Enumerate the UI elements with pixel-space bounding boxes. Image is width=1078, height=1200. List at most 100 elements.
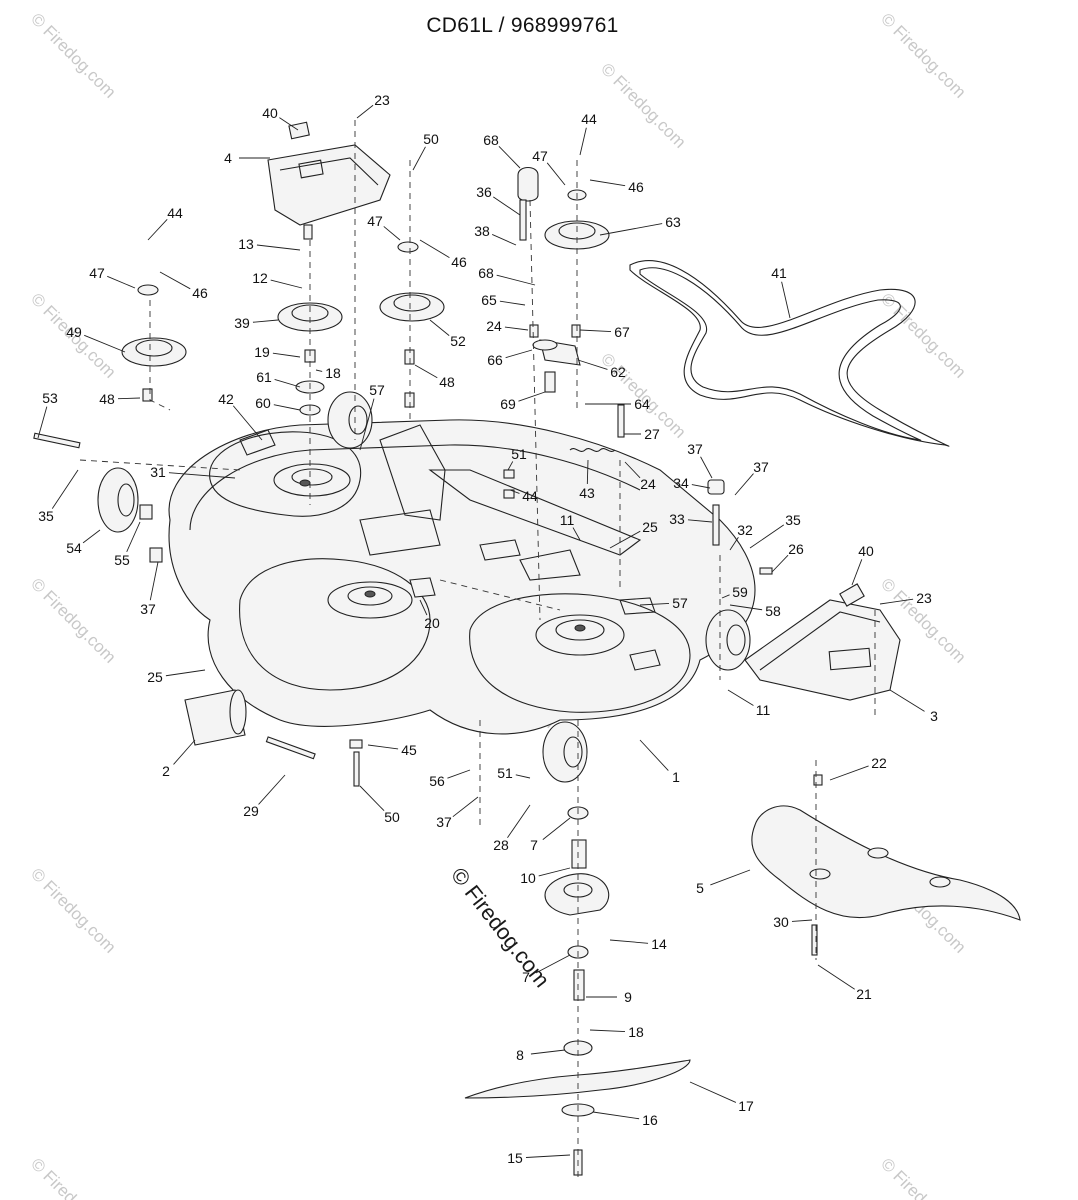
callout-leader bbox=[589, 1029, 626, 1033]
callout-leader bbox=[419, 239, 450, 258]
callout-leader bbox=[491, 234, 517, 246]
callout-leader bbox=[504, 326, 529, 331]
callout-label-44: 44 bbox=[581, 111, 597, 127]
callout-leader bbox=[359, 398, 375, 451]
callout-leader bbox=[609, 939, 649, 944]
callout-label-52: 52 bbox=[450, 333, 466, 349]
callout-label-46: 46 bbox=[451, 254, 467, 270]
callout-label-40: 40 bbox=[262, 105, 278, 121]
callout-label-69: 69 bbox=[500, 396, 516, 412]
watermark-text: © Firedog.com bbox=[877, 9, 969, 101]
callout-leader bbox=[817, 964, 855, 990]
callout-leader bbox=[729, 536, 739, 551]
callout-leader bbox=[496, 274, 536, 286]
callout-label-43: 43 bbox=[579, 485, 595, 501]
callout-labels: 1234577891011111213141516171818192021222… bbox=[38, 92, 938, 1166]
callout-label-35: 35 bbox=[785, 512, 801, 528]
callout-label-40: 40 bbox=[858, 543, 874, 559]
callout-leader bbox=[577, 359, 608, 370]
callout-leader bbox=[518, 391, 546, 402]
callout-label-24: 24 bbox=[486, 318, 502, 334]
watermark-text: © Firedog.com bbox=[27, 574, 119, 666]
callout-leader bbox=[147, 219, 168, 241]
callout-label-39: 39 bbox=[234, 315, 250, 331]
callout-leader bbox=[851, 559, 863, 586]
callout-leader bbox=[542, 817, 571, 840]
callout-leader bbox=[149, 561, 159, 601]
callout-label-46: 46 bbox=[192, 285, 208, 301]
callout-leader bbox=[84, 334, 126, 353]
callout-leader bbox=[879, 598, 914, 605]
callout-leader bbox=[274, 378, 301, 388]
callout-label-2: 2 bbox=[162, 763, 170, 779]
callout-leader bbox=[710, 869, 751, 886]
callout-label-24: 24 bbox=[640, 476, 656, 492]
callout-leader bbox=[538, 867, 571, 877]
callout-leader bbox=[889, 689, 925, 712]
drive-belt bbox=[629, 260, 950, 447]
callout-leader bbox=[691, 484, 711, 489]
callout-label-67: 67 bbox=[614, 324, 630, 340]
callout-label-22: 22 bbox=[871, 755, 887, 771]
callout-label-21: 21 bbox=[856, 986, 872, 1002]
callout-leader bbox=[159, 271, 191, 290]
callout-leader bbox=[315, 369, 323, 372]
callout-leader bbox=[429, 319, 450, 336]
callout-leader bbox=[412, 146, 426, 171]
callout-label-12: 12 bbox=[252, 270, 268, 286]
callout-label-14: 14 bbox=[651, 936, 667, 952]
callout-leader bbox=[609, 530, 641, 549]
callout-label-25: 25 bbox=[642, 519, 658, 535]
callout-label-55: 55 bbox=[114, 552, 130, 568]
callout-label-23: 23 bbox=[374, 92, 390, 108]
callout-label-45: 45 bbox=[401, 742, 417, 758]
callout-leader bbox=[367, 744, 399, 750]
watermark-text: © Firedog.com bbox=[27, 864, 119, 956]
callout-leader bbox=[586, 459, 589, 485]
callout-leader bbox=[509, 489, 520, 494]
callout-label-20: 20 bbox=[424, 615, 440, 631]
callout-label-57: 57 bbox=[369, 382, 385, 398]
callout-leader bbox=[515, 774, 531, 779]
callout-label-35: 35 bbox=[38, 508, 54, 524]
callout-label-68: 68 bbox=[483, 132, 499, 148]
callout-leader bbox=[168, 472, 236, 479]
callout-label-32: 32 bbox=[737, 522, 753, 538]
callout-leader bbox=[689, 1081, 737, 1103]
callout-leader bbox=[499, 300, 526, 306]
callout-leader bbox=[82, 529, 101, 544]
callout-label-54: 54 bbox=[66, 540, 82, 556]
callout-leader bbox=[592, 1111, 640, 1120]
mulching-blade bbox=[751, 805, 1021, 921]
center-watermark: © Firedog.com bbox=[446, 863, 555, 992]
assembly-lines bbox=[79, 120, 876, 1180]
spindle-assembly bbox=[464, 806, 691, 1176]
callout-label-44: 44 bbox=[522, 488, 538, 504]
callout-leader bbox=[771, 554, 789, 573]
callout-leader bbox=[452, 796, 479, 818]
callout-label-64: 64 bbox=[634, 396, 650, 412]
watermark-text: © Firedog.com bbox=[27, 1154, 119, 1200]
callout-label-16: 16 bbox=[642, 1112, 658, 1128]
callout-label-23: 23 bbox=[916, 590, 932, 606]
callout-label-51: 51 bbox=[511, 446, 527, 462]
callout-label-13: 13 bbox=[238, 236, 254, 252]
callout-leader bbox=[749, 524, 785, 549]
callout-label-4: 4 bbox=[224, 150, 232, 166]
callout-label-68: 68 bbox=[478, 265, 494, 281]
callout-leader bbox=[546, 162, 566, 186]
callout-leader bbox=[535, 954, 571, 974]
callout-leader bbox=[107, 275, 136, 289]
callout-label-25: 25 bbox=[147, 669, 163, 685]
callout-label-18: 18 bbox=[628, 1024, 644, 1040]
callout-leader bbox=[791, 919, 813, 922]
callout-leader bbox=[37, 406, 48, 439]
callout-label-59: 59 bbox=[732, 584, 748, 600]
callout-leader bbox=[579, 329, 612, 333]
callout-label-30: 30 bbox=[773, 914, 789, 930]
callout-leader bbox=[639, 739, 669, 771]
callout-leader bbox=[525, 1154, 571, 1158]
callout-leaders bbox=[37, 104, 925, 1158]
deck-rollers bbox=[97, 391, 751, 783]
